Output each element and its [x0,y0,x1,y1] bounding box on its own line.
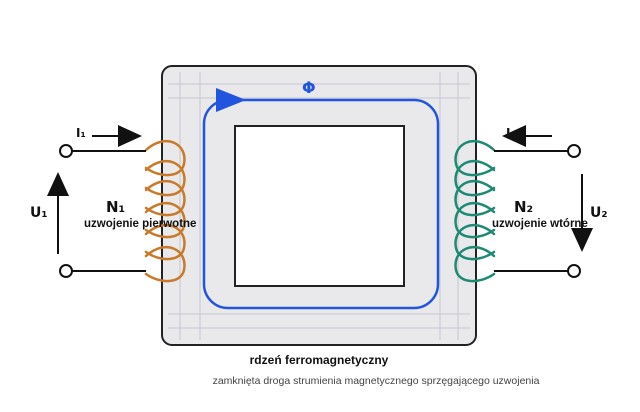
flux-direction-arrow [216,88,246,112]
core-lamination-lines [168,72,470,340]
caption: zamknięta droga strumienia magnetycznego… [213,375,540,387]
current-i2-arrow [502,125,552,147]
core-label: rdzeń ferromagnetyczny [250,353,389,367]
flux-symbol: Φ [302,78,316,97]
secondary-coil [454,139,496,283]
secondary-wires [494,150,568,272]
voltage-u1-label: U₁ [30,205,48,221]
secondary-winding-label: uzwojenie wtórne [492,218,588,230]
primary-winding-label: uzwojenie pierwotne [84,218,196,230]
secondary-terminal-top [567,144,581,158]
current-i2-label: I₂ [506,126,516,140]
core-window [234,125,405,287]
primary-terminal-bottom [59,264,73,278]
secondary-turns-label: N₂ [514,198,533,216]
secondary-terminal-bottom [567,264,581,278]
primary-coil [144,139,186,283]
primary-terminal-top [59,144,73,158]
voltage-u2-label: U₂ [590,205,608,221]
current-i1-label: I₁ [76,126,86,140]
primary-wires [72,150,146,272]
magnetic-flux-path [202,98,440,310]
primary-turns-label: N₁ [106,198,125,216]
voltage-u2-arrow [571,174,593,252]
current-i1-arrow [92,125,142,147]
voltage-u1-arrow [47,172,69,254]
